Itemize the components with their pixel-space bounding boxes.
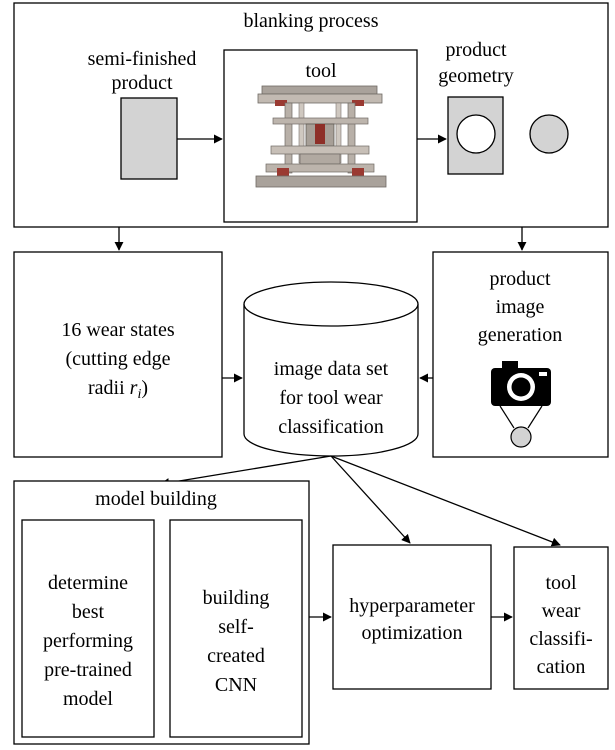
self-cnn-line2: self- [218,616,254,638]
self-cnn-line4: CNN [215,674,257,696]
imaged-disc-icon [510,426,532,448]
tool-wear-box [513,546,609,690]
arrow-dataset-to-hyperparameter [330,455,411,544]
wear-states-line3: radii ri) [88,377,148,402]
arrow-dataset-to-tool-wear [330,455,561,547]
pretrained-line2: best [72,601,105,623]
hyperparameter-line1: hyperparameter [349,595,475,617]
image-dataset-cylinder [243,281,419,457]
tool-wear-line3: classifi- [529,628,592,650]
image-generation-line2: image [496,296,545,318]
pretrained-line4: pre-trained [44,659,132,681]
model-building-title: model building [95,488,217,510]
pretrained-line1: determine [48,572,128,594]
hole-icon [456,114,496,154]
hyperparameter-line2: optimization [361,622,462,644]
tool-wear-line1: tool [545,572,577,594]
arrow-dataset-to-model-building [160,455,332,488]
tool-wear-line4: cation [537,656,586,678]
semi-finished-label-line2: product [111,72,173,94]
blank-disc-icon [529,114,569,154]
pretrained-line3: performing [43,630,133,652]
self-cnn-line3: created [207,645,265,667]
wear-states-line2: (cutting edge [66,348,171,370]
wear-states-line1: 16 wear states [61,319,175,341]
product-geometry-label-line1: product [445,39,507,61]
product-geometry-label-line2: geometry [438,65,514,87]
tool-wear-line2: wear [542,600,581,622]
dataset-line1: image data set [274,358,389,380]
wear-states-box [13,251,223,458]
image-generation-box [432,251,609,458]
dataset-line3: classification [278,416,384,438]
camera-icon [491,361,551,406]
self-cnn-line1: building [203,587,270,609]
semi-finished-label-line1: semi-finished [88,48,197,70]
hyperparameter-box [332,544,492,690]
blanking-process-title: blanking process [244,10,379,32]
pretrained-model-box [21,519,155,738]
press-tool-image [255,85,387,188]
camera-view-line-left [499,405,515,429]
camera-view-line-right [527,405,543,429]
self-cnn-box [169,519,303,738]
dataset-line2: for tool wear [279,387,383,409]
tool-label: tool [305,60,337,82]
semi-finished-sheet-icon [120,97,178,180]
pretrained-line5: model [63,688,113,710]
image-generation-line1: product [489,268,551,290]
image-generation-line3: generation [478,324,562,346]
